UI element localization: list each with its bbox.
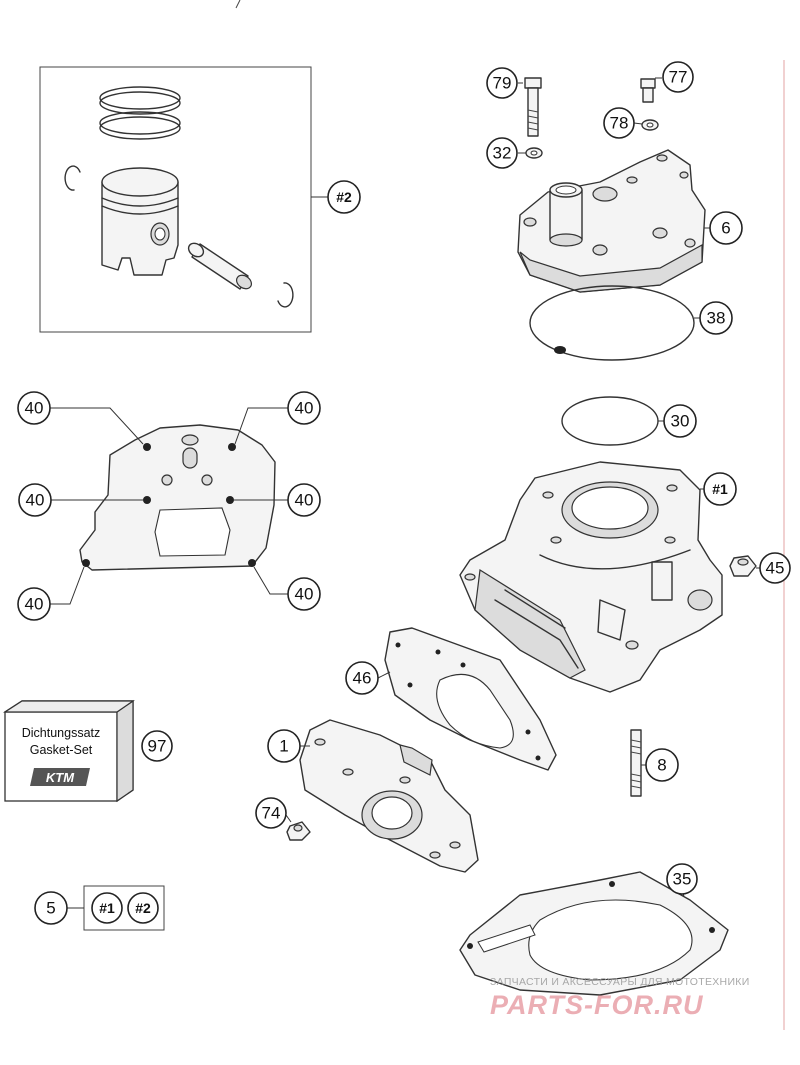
svg-text:1: 1 [279, 737, 288, 756]
svg-text:40: 40 [295, 491, 314, 510]
screw-79 [524, 77, 542, 137]
intake-flange [299, 719, 479, 873]
gasket-set-line1: Dichtungssatz [22, 726, 101, 740]
cylinder-head [517, 149, 706, 293]
gasket-46 [384, 627, 557, 771]
svg-text:6: 6 [721, 219, 730, 238]
svg-text:40: 40 [26, 491, 45, 510]
watermark: ЗАПЧАСТИ И АКСЕССУАРЫ ДЛЯ МОТОТЕХНИКИ PA… [490, 976, 750, 1020]
svg-text:38: 38 [707, 309, 726, 328]
callout-1[interactable]: 1 [267, 729, 301, 763]
callout-8[interactable]: 8 [645, 748, 679, 782]
callout-40-top-left[interactable]: 40 [17, 391, 51, 425]
piston-pin [187, 242, 253, 290]
gasket-set-brand: KTM [46, 770, 75, 785]
svg-text:5: 5 [46, 899, 55, 918]
callout-40-bottom-left[interactable]: 40 [17, 587, 51, 621]
base-gasket-35 [459, 871, 729, 996]
oring-30 [561, 396, 659, 446]
svg-text:78: 78 [610, 114, 629, 133]
callout-38[interactable]: 38 [699, 301, 733, 335]
oring-38-marker [554, 346, 566, 354]
callout-45[interactable]: 45 [759, 552, 791, 584]
svg-text:#1: #1 [99, 900, 115, 916]
callout-97[interactable]: 97 [141, 730, 173, 762]
gasket-set-box: Dichtungssatz Gasket-Set KTM [2, 699, 135, 803]
piston-kit-group [39, 66, 328, 333]
cylinder [459, 461, 723, 693]
nut-74 [286, 821, 311, 841]
callout-79[interactable]: 79 [486, 67, 518, 99]
callout-78[interactable]: 78 [603, 107, 635, 139]
svg-text:40: 40 [295, 399, 314, 418]
svg-text:74: 74 [262, 804, 281, 823]
callout-6[interactable]: 6 [709, 211, 743, 245]
gasket-plate-40 [79, 424, 276, 571]
svg-text:40: 40 [25, 595, 44, 614]
callout-kit-5-part-b[interactable]: #2 [127, 892, 159, 924]
svg-text:40: 40 [295, 585, 314, 604]
svg-text:#1: #1 [712, 481, 728, 497]
screw-77 [640, 78, 656, 103]
callout-40-mid-right[interactable]: 40 [287, 483, 321, 517]
circlip-left [64, 165, 81, 191]
svg-text:#2: #2 [135, 900, 151, 916]
callout-32[interactable]: 32 [486, 137, 518, 169]
circlip-right [277, 282, 294, 308]
callout-40-mid-left[interactable]: 40 [18, 483, 52, 517]
piston [101, 167, 179, 276]
svg-text:#2: #2 [336, 189, 352, 205]
callout-cylinder-kit[interactable]: #1 [703, 472, 737, 506]
piston-kit-frame [39, 66, 312, 333]
svg-text:45: 45 [766, 559, 785, 578]
callout-40-top-right[interactable]: 40 [287, 391, 321, 425]
piston-rings [99, 86, 181, 140]
nut-45 [729, 555, 757, 577]
callout-30[interactable]: 30 [663, 404, 697, 438]
svg-text:79: 79 [493, 74, 512, 93]
svg-text:8: 8 [657, 756, 666, 775]
watermark-tagline: ЗАПЧАСТИ И АКСЕССУАРЫ ДЛЯ МОТОТЕХНИКИ [490, 976, 750, 988]
callout-35[interactable]: 35 [666, 863, 698, 895]
watermark-site: PARTS-FOR.RU [490, 990, 704, 1020]
svg-text:30: 30 [671, 412, 690, 431]
callout-5[interactable]: 5 [34, 891, 68, 925]
callout-46[interactable]: 46 [345, 661, 379, 695]
callout-77[interactable]: 77 [662, 61, 694, 93]
callout-kit-5-part-a[interactable]: #1 [91, 892, 123, 924]
oring-38 [529, 285, 695, 361]
callout-74[interactable]: 74 [255, 797, 287, 829]
callout-40-bottom-right[interactable]: 40 [287, 577, 321, 611]
ktm-logo-mark [30, 768, 90, 786]
callout-piston-kit[interactable]: #2 [327, 180, 361, 214]
svg-text:46: 46 [353, 669, 372, 688]
svg-text:35: 35 [673, 870, 692, 889]
frame-mark [235, 0, 241, 9]
svg-text:77: 77 [669, 68, 688, 87]
svg-text:40: 40 [25, 399, 44, 418]
svg-text:97: 97 [148, 737, 167, 756]
gasket-set-line2: Gasket-Set [30, 743, 93, 757]
stud-8 [630, 729, 642, 797]
svg-text:32: 32 [493, 144, 512, 163]
